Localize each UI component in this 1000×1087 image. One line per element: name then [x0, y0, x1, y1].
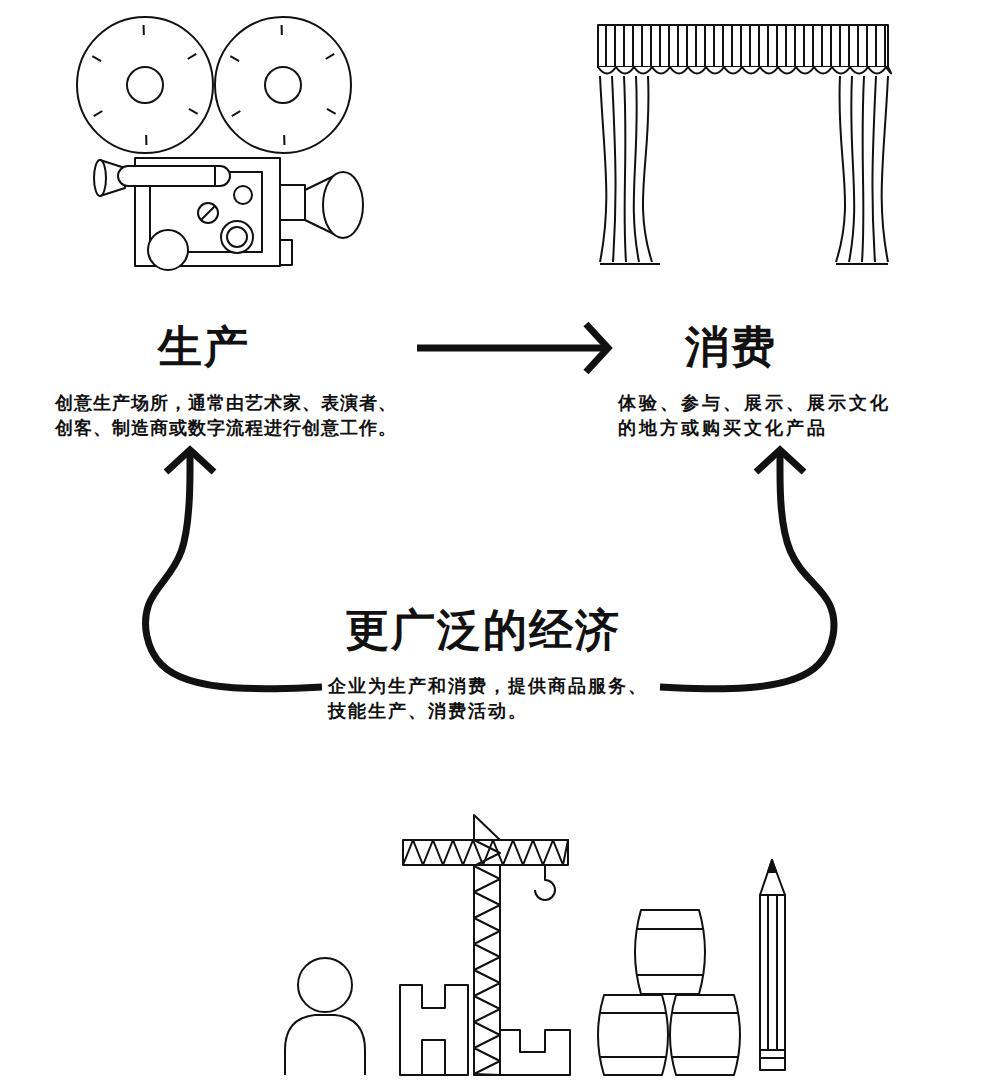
- reel-tick: [326, 54, 335, 59]
- reel-tick: [189, 109, 198, 114]
- rail-stripe: [614, 25, 616, 67]
- curtain-fold: [872, 76, 876, 262]
- rail-stripe: [785, 25, 787, 67]
- barrel-body: [635, 910, 705, 994]
- rail-stripe: [821, 25, 823, 67]
- stage-heading: 生产: [158, 322, 250, 374]
- rail-stripe: [848, 25, 850, 67]
- reel-tick: [281, 25, 283, 35]
- flow-arrow: [146, 450, 322, 689]
- rail-stripe: [875, 25, 877, 67]
- reel-tick: [283, 135, 285, 145]
- curtain-fold: [882, 76, 888, 262]
- curtain-fold: [643, 76, 652, 262]
- stage-curtain: [598, 25, 891, 264]
- curtain-fold: [862, 76, 864, 262]
- rail-stripe: [668, 25, 670, 67]
- reel-tick: [232, 111, 241, 116]
- barrel-hoop: [671, 1056, 739, 1058]
- reel-tick: [145, 135, 147, 145]
- reel-tick: [143, 25, 145, 35]
- barrel: [670, 995, 740, 1075]
- barrel-hoop: [599, 1012, 667, 1014]
- flow-arrow: [660, 450, 834, 689]
- barrel-hoop: [636, 928, 704, 930]
- rail-stripe: [776, 25, 778, 67]
- barrel-body: [670, 995, 740, 1075]
- curtain-fold: [836, 76, 845, 262]
- barrel-body: [598, 995, 668, 1075]
- reel-tick: [230, 56, 239, 61]
- rail-stripe: [839, 25, 841, 67]
- barrel-hoop: [599, 1056, 667, 1058]
- crane-lattice: [474, 840, 500, 1075]
- rail-stripe: [713, 25, 715, 67]
- rail-stripe: [857, 25, 859, 67]
- rail-stripe: [794, 25, 796, 67]
- valance: [598, 67, 891, 74]
- rail-stripe: [830, 25, 832, 67]
- curtain-fold: [634, 76, 639, 262]
- rail-stripe: [866, 25, 868, 67]
- barrel-hoop: [636, 974, 704, 976]
- reel-tick: [327, 109, 336, 114]
- film-camera: [77, 17, 363, 270]
- stage-block: 消费体验、参与、展示、展示文化的地方或购买文化产品: [618, 322, 900, 440]
- rail-stripe: [722, 25, 724, 67]
- barrel: [635, 910, 705, 994]
- rail-stripe: [758, 25, 760, 67]
- rail-stripe: [704, 25, 706, 67]
- rail-stripe: [623, 25, 625, 67]
- economy-objects: [285, 815, 785, 1075]
- curtain-hem: [836, 263, 888, 265]
- reel-tick: [92, 56, 101, 61]
- rail-stripe: [632, 25, 634, 67]
- rail-stripe: [740, 25, 742, 67]
- rail-stripe: [884, 25, 886, 67]
- rail-stripe: [659, 25, 661, 67]
- rail-stripe: [731, 25, 733, 67]
- curtain-fold: [612, 76, 616, 262]
- stage-heading: 更广泛的经济: [345, 605, 621, 657]
- curtain-fold: [624, 76, 626, 262]
- stage-heading: 消费: [685, 322, 777, 374]
- flow-arrow: [417, 345, 608, 352]
- rail-stripe: [812, 25, 814, 67]
- rail-stripe: [803, 25, 805, 67]
- rail-stripe: [641, 25, 643, 67]
- rail-stripe: [677, 25, 679, 67]
- rail-stripe: [767, 25, 769, 67]
- curtain-hem: [600, 263, 660, 265]
- rail-stripe: [695, 25, 697, 67]
- rail-stripe: [749, 25, 751, 67]
- stage-block: 更广泛的经济企业为生产和消费，提供商品服务、技能生产、消费活动。: [328, 605, 654, 723]
- curtain-fold: [849, 76, 854, 262]
- stage-description: 创意生产场所，通常由艺术家、表演者、创客、制造商或数字流程进行创意工作。: [55, 390, 407, 440]
- rail-stripe: [650, 25, 652, 67]
- barrel-hoop: [671, 1012, 739, 1014]
- rail-stripe: [605, 25, 607, 67]
- curtain-fold: [600, 76, 606, 262]
- barrel: [598, 995, 668, 1075]
- rail-stripe: [686, 25, 688, 67]
- stage-description: 企业为生产和消费，提供商品服务、技能生产、消费活动。: [328, 673, 654, 723]
- stage-description: 体验、参与、展示、展示文化的地方或购买文化产品: [618, 390, 900, 440]
- reel-tick: [94, 111, 103, 116]
- stage-block: 生产创意生产场所，通常由艺术家、表演者、创客、制造商或数字流程进行创意工作。: [55, 322, 407, 440]
- reel-tick: [188, 54, 197, 59]
